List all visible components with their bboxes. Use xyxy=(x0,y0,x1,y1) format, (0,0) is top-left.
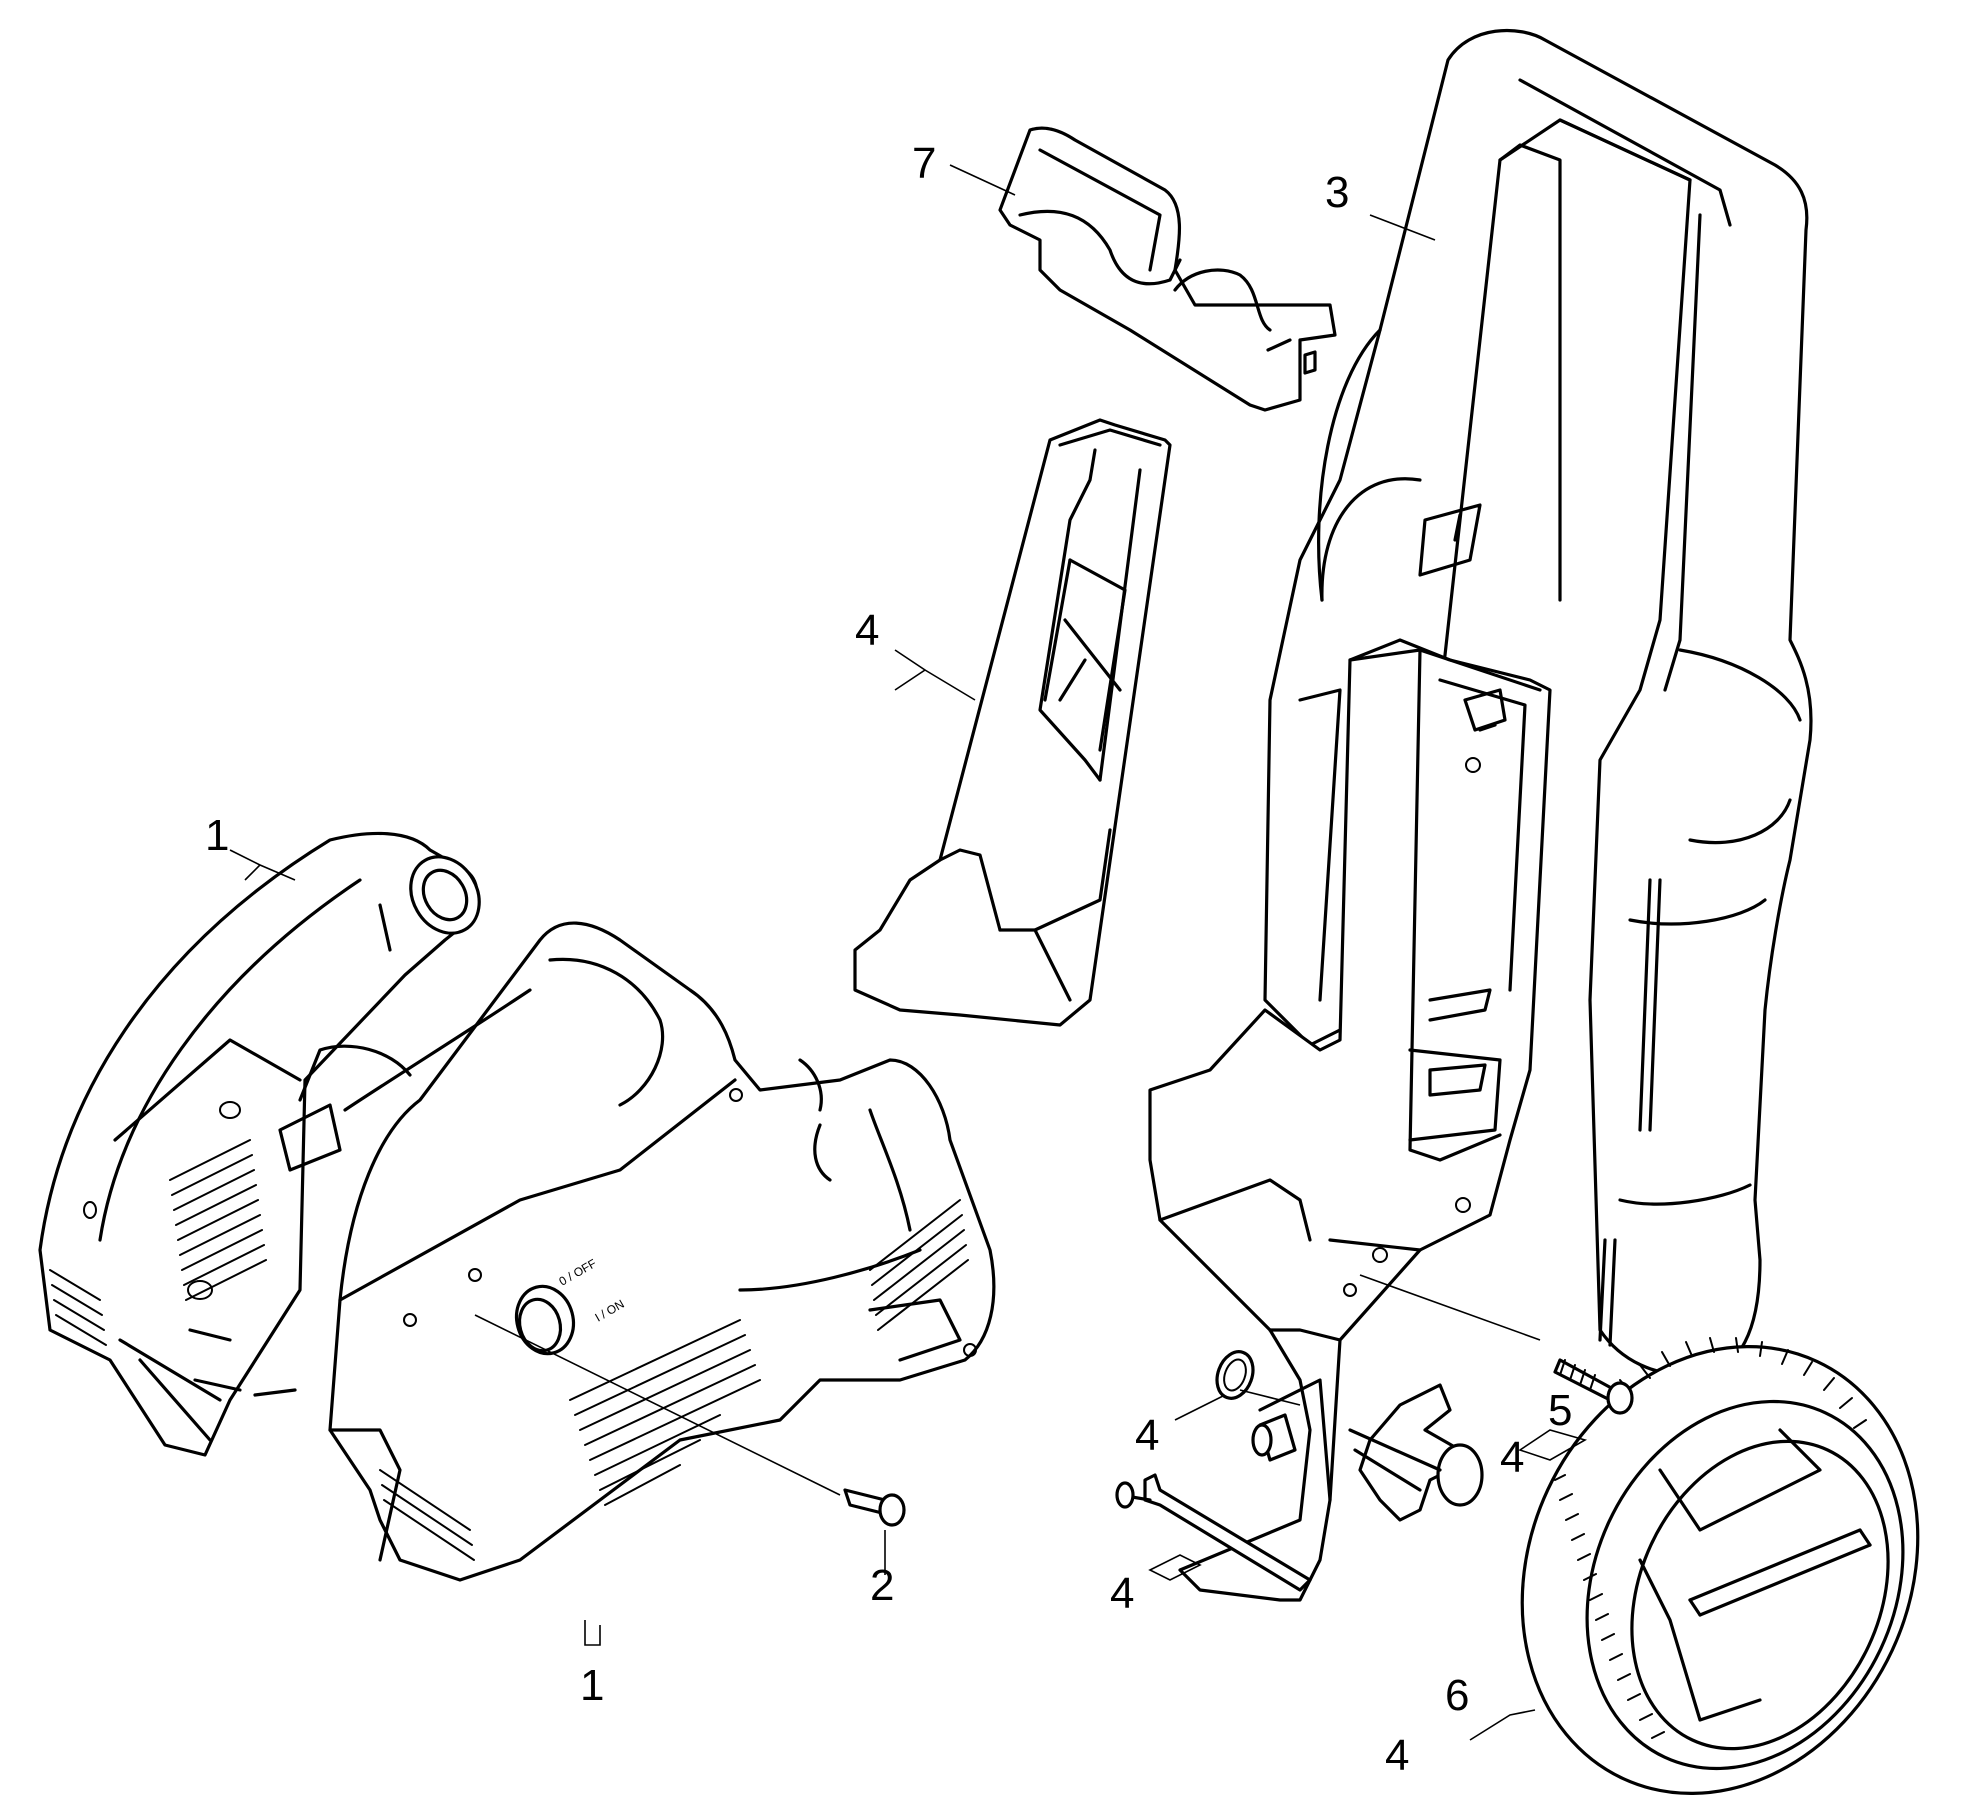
rear-vents xyxy=(49,1139,267,1346)
callout-3: 3 xyxy=(1325,168,1349,217)
part-screw-5 xyxy=(1553,1358,1634,1415)
front-vents xyxy=(379,1199,969,1561)
callout-1-front: 1 xyxy=(580,1661,604,1710)
callout-1-rear: 1 xyxy=(205,811,229,860)
leader-lines xyxy=(229,164,1588,1741)
callout-7: 7 xyxy=(912,139,936,188)
part-wheel xyxy=(1520,1337,1920,1795)
callout-5: 5 xyxy=(1548,1386,1572,1435)
part-housing-front: 0 / OFF I / ON xyxy=(328,921,996,1582)
part-frame-base xyxy=(1148,638,1552,1602)
callout-6: 6 xyxy=(1445,1671,1469,1720)
part-stub-shaft xyxy=(1251,1413,1297,1462)
part-screw-2 xyxy=(843,1488,906,1527)
part-wheel-hub xyxy=(1348,1383,1484,1522)
callout-labels: 7 3 4 1 4 5 4 2 4 1 6 4 xyxy=(205,139,1572,1780)
callout-4-ring: 4 xyxy=(1135,1411,1159,1460)
part-hose-hook xyxy=(998,126,1337,412)
part-housing-rear xyxy=(38,831,481,1457)
callout-4-wheel: 4 xyxy=(1385,1731,1409,1780)
part-retaining-ring xyxy=(1215,1350,1255,1400)
callout-4-upper: 4 xyxy=(855,606,879,655)
part-axle xyxy=(1115,1473,1312,1592)
callout-4-axle: 4 xyxy=(1110,1569,1134,1618)
part-column-support xyxy=(853,418,1172,1027)
callout-4-screw: 4 xyxy=(1500,1433,1524,1482)
callout-2: 2 xyxy=(870,1561,894,1610)
